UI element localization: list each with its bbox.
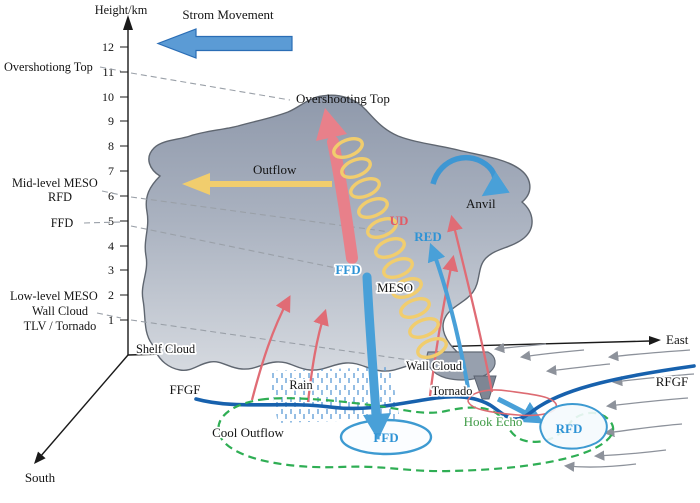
rfgf-label: RFGF — [656, 374, 689, 389]
tick-11: 11 — [102, 65, 114, 79]
ud-label: UD — [390, 213, 409, 228]
mesocyclone-helix — [332, 136, 448, 360]
tick-2: 2 — [108, 288, 114, 302]
tick-8: 8 — [108, 139, 114, 153]
updraft-streamline-arrow — [428, 254, 459, 397]
meso-label: MESO — [377, 280, 413, 295]
south-axis-label: South — [25, 470, 56, 485]
environment-flow-arrows — [493, 342, 695, 472]
height-axis-label: Height/km — [95, 3, 148, 17]
left-label-rfd: RFD — [48, 190, 72, 204]
shelf-cloud-label: Shelf Cloud — [136, 342, 195, 356]
rear-inflow-arrow — [447, 214, 494, 393]
left-label-ffd: FFD — [51, 216, 74, 230]
anvil-label: Anvil — [466, 196, 496, 211]
flow-arrow — [545, 363, 611, 376]
tornado-funnel — [473, 375, 497, 400]
flow-arrow — [607, 349, 691, 362]
flow-arrow — [605, 397, 689, 411]
tick-3: 3 — [108, 263, 114, 277]
south-axis — [34, 354, 129, 464]
ffd-mid-label: FFD — [335, 262, 360, 277]
red-label: RED — [414, 229, 441, 244]
rain-label: Rain — [289, 378, 312, 392]
tick-6: 6 — [108, 189, 114, 203]
ffd-downdraft-arrow — [362, 272, 391, 440]
left-label-overshooting-top: Overshotiong Top — [4, 60, 93, 74]
flow-arrow — [593, 449, 667, 461]
flow-arrow — [563, 461, 637, 472]
flow-arrow — [519, 349, 585, 361]
flow-arrow — [603, 423, 683, 438]
east-axis-label: East — [666, 332, 689, 347]
inflow-updraft-arrows — [250, 214, 494, 403]
tick-9: 9 — [108, 114, 114, 128]
supercell-cloud-shape — [141, 94, 533, 375]
flow-arrow — [611, 373, 695, 387]
flow-arrow — [493, 342, 547, 354]
hook-echo-outline — [217, 397, 615, 473]
outflow-label: Outflow — [253, 162, 297, 177]
rfd-outline — [539, 403, 608, 450]
tick-1: 1 — [108, 313, 114, 327]
tornado-reflectivity-contour — [467, 389, 558, 417]
storm-movement-arrow — [156, 28, 293, 59]
tick-5: 5 — [108, 214, 114, 228]
inflow-arrow — [250, 295, 291, 401]
reference-dashed-lines — [83, 66, 417, 362]
left-label-wall-cloud: Wall Cloud — [32, 304, 88, 318]
left-label-mid-level-meso: Mid-level MESO — [12, 176, 98, 190]
wall-cloud-shape — [426, 351, 496, 381]
storm-movement-label: Strom Movement — [182, 7, 274, 22]
tick-10: 10 — [102, 90, 114, 104]
tick-4: 4 — [108, 239, 114, 253]
gust-front-line — [194, 364, 696, 421]
outflow-arrow — [182, 173, 332, 195]
height-axis-tick-labels: 12 11 10 9 8 7 6 5 4 3 2 1 — [102, 40, 114, 327]
overshooting-top-label: Overshooting Top — [296, 91, 390, 106]
tick-12: 12 — [102, 40, 114, 54]
rfd-surge-arrow — [496, 396, 544, 424]
hook-echo-label: Hook Echo — [464, 414, 523, 429]
rfd-surface-label: RFD — [556, 421, 583, 436]
height-axis-ticks — [120, 46, 128, 321]
ffd-surface-label: FFD — [373, 430, 398, 445]
ffgf-label: FFGF — [169, 382, 200, 397]
wall-cloud-label: Wall Cloud — [406, 359, 462, 373]
rear-downdraft-arrow — [427, 242, 470, 389]
tornado-label: Tornado — [432, 384, 473, 398]
left-label-low-level-meso: Low-level MESO — [10, 289, 98, 303]
anvil-circulation-arrow — [430, 154, 510, 197]
tick-7: 7 — [108, 164, 114, 178]
left-label-tlv-tornado: TLV / Tornado — [24, 319, 97, 333]
cool-outflow-label: Cool Outflow — [212, 425, 284, 440]
inflow-arrow — [306, 308, 329, 403]
height-axis: 12 11 10 9 8 7 6 5 4 3 2 1 — [102, 15, 133, 355]
